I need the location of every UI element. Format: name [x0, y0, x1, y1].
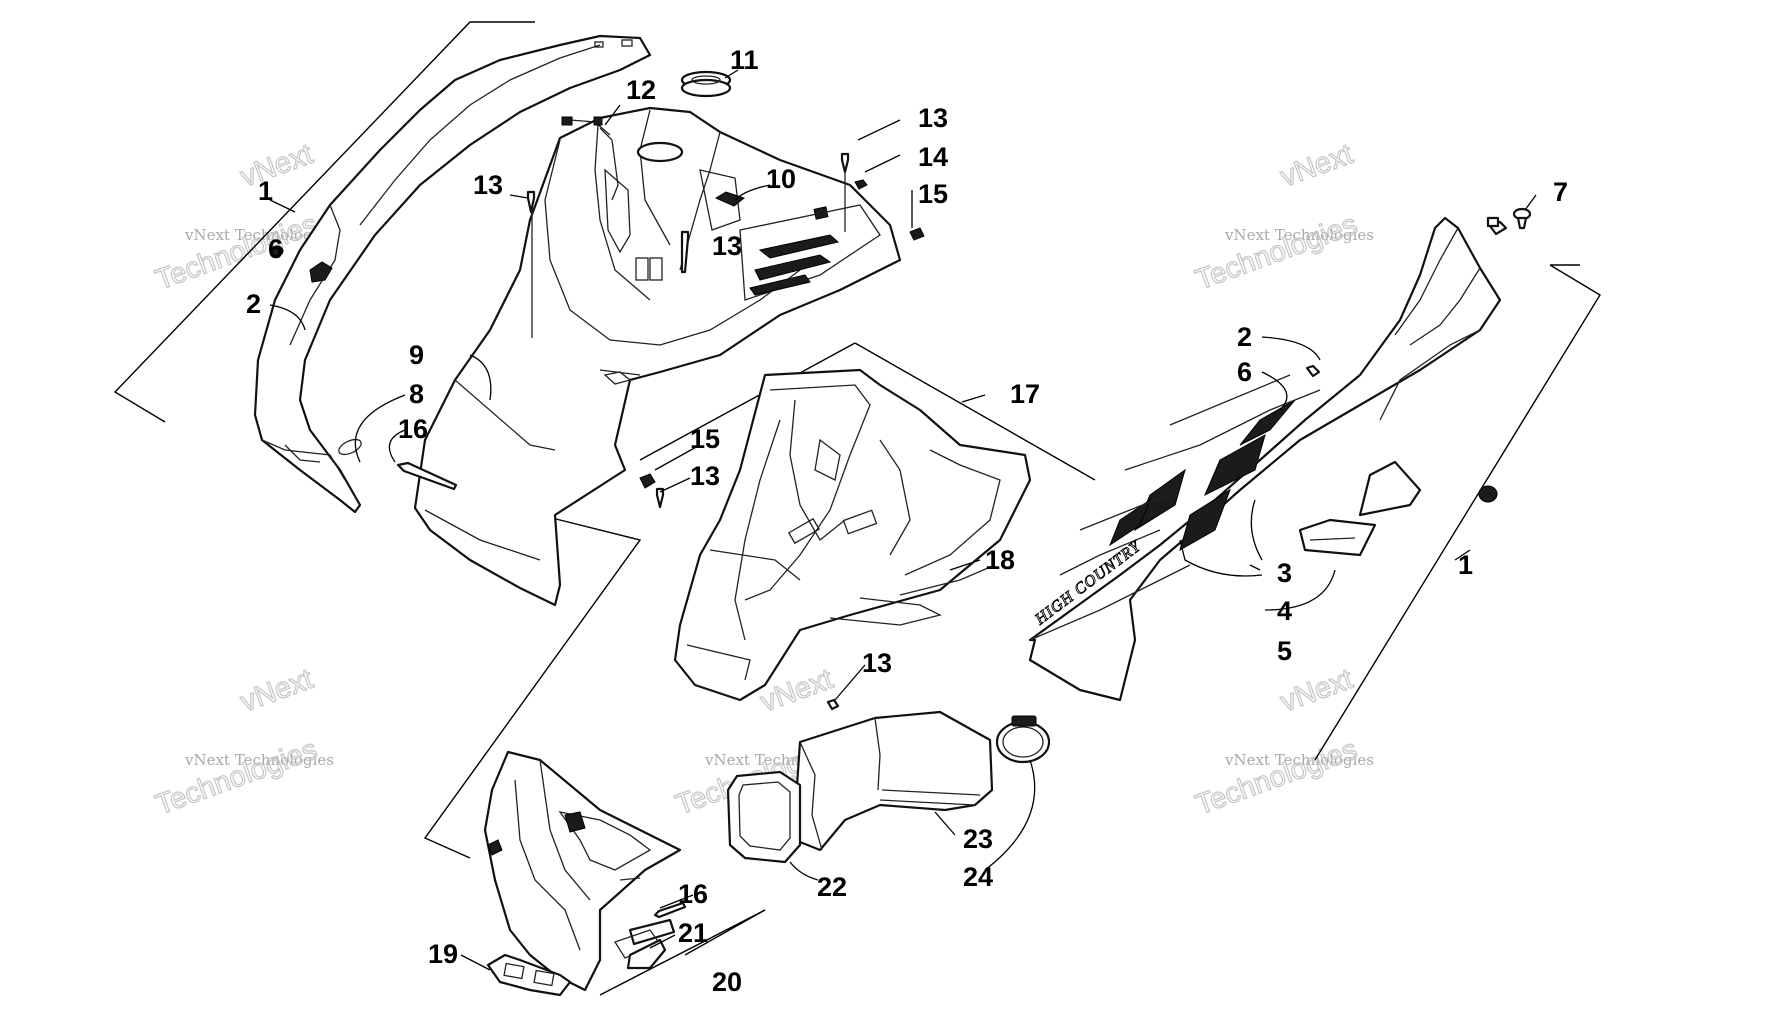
callout-1-left: 1: [258, 176, 273, 206]
callout-21: 21: [678, 918, 708, 948]
nose-cone: [483, 750, 682, 992]
callout-11: 11: [730, 45, 759, 75]
callout-6-left: 6: [268, 234, 283, 264]
callout-20: 20: [712, 967, 742, 997]
callout-2-right: 2: [1237, 322, 1252, 352]
callout-7: 7: [1553, 177, 1568, 207]
callout-2-left: 2: [246, 289, 261, 319]
svg-text:Technologies: Technologies: [1191, 209, 1361, 297]
belly-pan: [673, 368, 1032, 702]
svg-text:vNext Technologies: vNext Technologies: [1224, 751, 1374, 769]
callout-8: 8: [409, 379, 424, 409]
callout-22: 22: [817, 872, 847, 902]
grommet-part-11: [680, 70, 732, 98]
callout-16-upper: 16: [398, 414, 428, 444]
callout-9: 9: [409, 340, 424, 370]
svg-text:vNext: vNext: [236, 663, 317, 718]
svg-text:vNext Technologies: vNext Technologies: [184, 751, 334, 769]
callout-15-upper: 15: [918, 179, 948, 209]
svg-text:vNext Technologies: vNext Technologies: [1224, 226, 1374, 244]
callout-15-lower: 15: [690, 424, 720, 454]
svg-text:vNext Technologies: vNext Technologies: [184, 226, 334, 244]
callout-24: 24: [963, 862, 993, 892]
gasket-part-22: [726, 770, 802, 864]
watermark-2: vNext vNext Technologies Technologies: [1191, 138, 1374, 298]
callouts: 1 6 2 8 16 9 13 12 11 13 10 13 14 15 13 …: [246, 45, 1568, 997]
clamp-part-24: [995, 715, 1051, 764]
right-decals: [1298, 460, 1422, 557]
callout-1-right: 1: [1458, 550, 1473, 580]
bolt-lower: [653, 901, 687, 919]
svg-text:Technologies: Technologies: [1191, 734, 1361, 822]
bracket-part-19: [486, 953, 572, 997]
callout-14: 14: [918, 142, 948, 172]
callout-23: 23: [963, 824, 993, 854]
ring-part-8: [338, 438, 362, 456]
callout-13-d: 13: [690, 461, 720, 491]
callout-10: 10: [766, 164, 796, 194]
callout-5: 5: [1277, 636, 1292, 666]
wiring-harness: [561, 116, 619, 201]
assembly-brackets: [113, 21, 1601, 996]
watermark-3: vNext vNext Technologies Technologies: [151, 663, 334, 823]
callout-13-a: 13: [473, 170, 503, 200]
callout-16-lower: 16: [678, 879, 708, 909]
reflector-part-21: [626, 938, 667, 970]
svg-text:Technologies: Technologies: [151, 734, 321, 822]
svg-text:vNext: vNext: [236, 138, 317, 193]
watermark-5: vNext vNext Technologies Technologies: [1191, 663, 1374, 823]
air-duct: [793, 710, 994, 852]
callout-6-right: 6: [1237, 357, 1252, 387]
callout-19: 19: [428, 939, 458, 969]
callout-12: 12: [626, 75, 656, 105]
fasteners: [396, 152, 1508, 711]
callout-18: 18: [985, 545, 1015, 575]
callout-3: 3: [1277, 558, 1292, 588]
leader-lines: [269, 69, 1537, 971]
callout-4: 4: [1277, 596, 1292, 626]
left-side-panel: [253, 34, 652, 514]
hood: [413, 106, 902, 607]
callout-17: 17: [1010, 379, 1040, 409]
callout-13-b: 13: [712, 231, 742, 261]
svg-text:vNext: vNext: [1276, 138, 1357, 193]
callout-13-e: 13: [862, 648, 892, 678]
callout-13-c: 13: [918, 103, 948, 133]
push-rivet-part-7: [1512, 207, 1532, 230]
right-side-panel: HIGH COUNTRY: [1028, 216, 1502, 702]
